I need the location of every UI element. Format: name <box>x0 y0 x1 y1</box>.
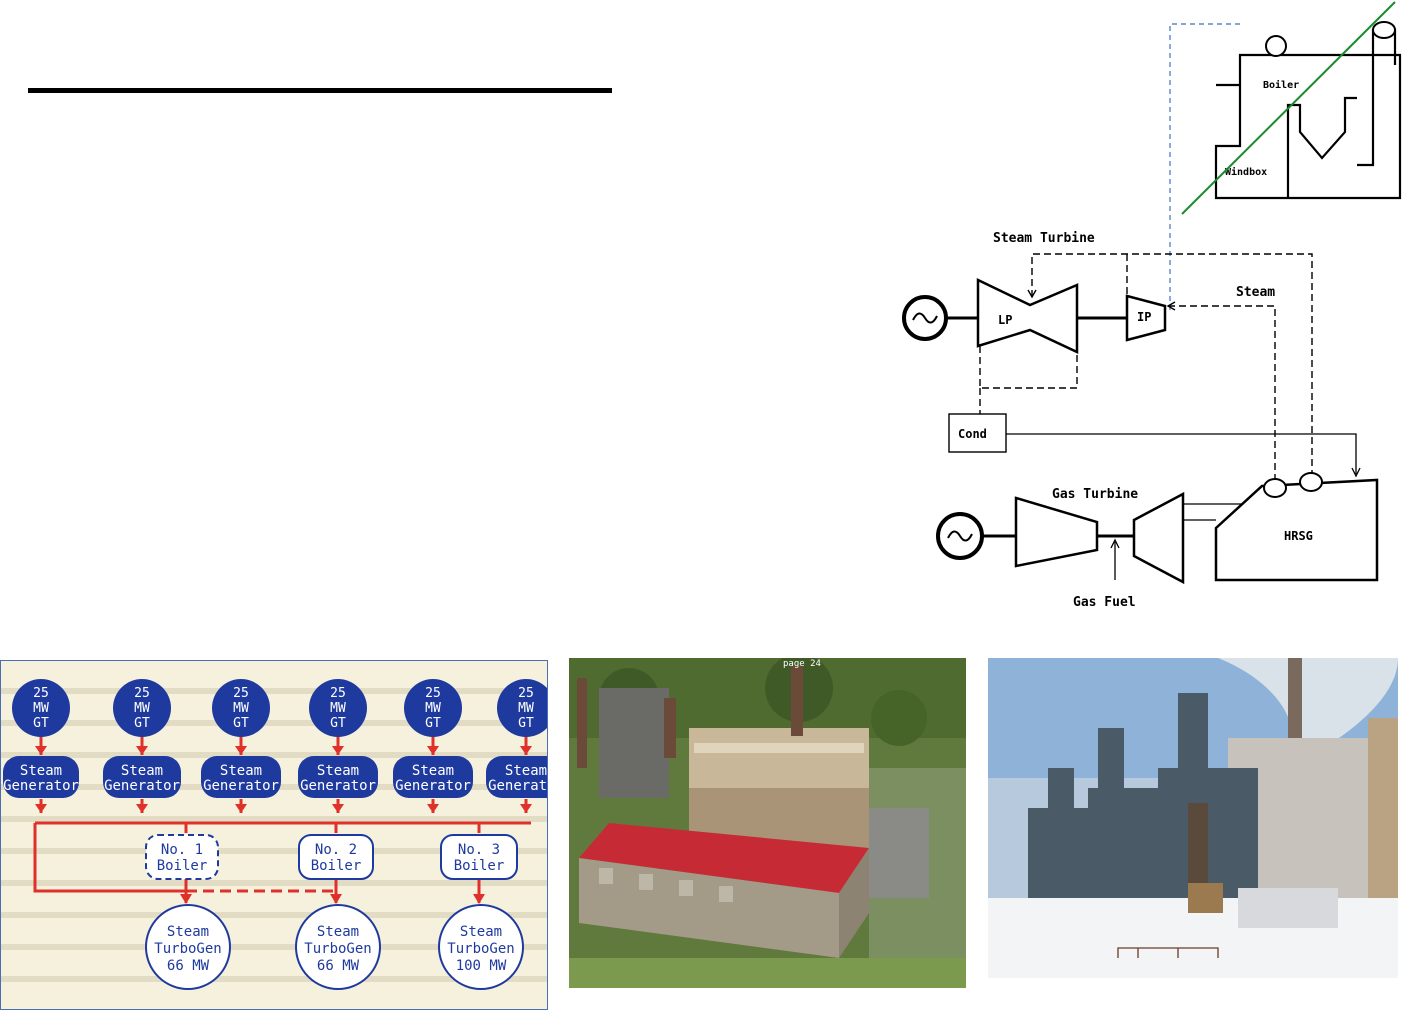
steam-generator-label: Generator <box>3 778 79 794</box>
combined-cycle-schematic: Boiler Windbox Steam Turbine LP IP Steam… <box>902 1 1402 610</box>
boiler-label: Boiler <box>311 858 362 874</box>
gt-label: GT <box>233 716 249 731</box>
steam-generator-label: Generator <box>104 778 180 794</box>
steam-turbine-label: Steam Turbine <box>993 231 1095 246</box>
steam-generator-label: Generator <box>300 778 376 794</box>
cond-label: Cond <box>958 427 987 441</box>
plant-block-diagram: 25 MW GT 25 MW GT 25 MW GT 25 MW GT 25 M… <box>0 660 548 1010</box>
turbogen-label: 66 MW <box>167 958 210 974</box>
gt-node <box>404 679 462 737</box>
turbogen-label: Steam <box>317 924 359 940</box>
steam-label: Steam <box>1236 285 1275 300</box>
turbogen-label: 66 MW <box>317 958 360 974</box>
steam-generator-node <box>393 756 473 798</box>
gas-expander <box>1132 491 1185 585</box>
gt-node <box>12 679 70 737</box>
ip-label: IP <box>1137 310 1151 324</box>
gt-label: 25 <box>518 686 534 701</box>
gt-label: 25 <box>425 686 441 701</box>
gt-label: GT <box>330 716 346 731</box>
boiler-label: No. 1 <box>161 842 203 858</box>
boiler-2-node <box>298 834 374 880</box>
boiler-label: No. 3 <box>458 842 500 858</box>
block-diagram-svg: 25 MW GT 25 MW GT 25 MW GT 25 MW GT 25 M… <box>1 679 548 990</box>
gt-label: MW <box>425 701 441 716</box>
gt-label: MW <box>33 701 49 716</box>
steam-generator-label: Steam <box>505 763 547 779</box>
gt-label: MW <box>134 701 150 716</box>
gt-node <box>113 679 171 737</box>
gt-label: MW <box>518 701 534 716</box>
steam-generator-label: Steam <box>317 763 359 779</box>
gt-node <box>212 679 270 737</box>
hrsg-drum-2 <box>1299 472 1323 492</box>
gt-label: 25 <box>233 686 249 701</box>
boiler-3-node <box>440 834 518 880</box>
steam-generator-label: Steam <box>220 763 262 779</box>
boiler-1-node <box>145 834 219 880</box>
turbogen-label: TurboGen <box>304 941 371 957</box>
gt-label: MW <box>233 701 249 716</box>
lp-turbine <box>976 278 1079 354</box>
turbogen-label: TurboGen <box>447 941 514 957</box>
windbox-label: Windbox <box>1225 166 1267 178</box>
lp-label: LP <box>998 313 1012 327</box>
gt-node <box>309 679 367 737</box>
steam-generator-node <box>201 756 281 798</box>
aerial-plant-photo: page 24 <box>569 658 966 988</box>
gt-label: MW <box>330 701 346 716</box>
condenser-box <box>948 413 1007 453</box>
turbogen-label: 100 MW <box>456 958 507 974</box>
turbogen-1-node <box>145 904 231 990</box>
boiler-label: Boiler <box>454 858 505 874</box>
stack-top-icon <box>1372 21 1396 39</box>
gt-label: GT <box>134 716 150 731</box>
steam-generator-label: Steam <box>121 763 163 779</box>
turbogen-3-node <box>438 904 524 990</box>
steam-generator-label: Generator <box>395 778 471 794</box>
steam-generator-label: Steam <box>20 763 62 779</box>
gt-label: 25 <box>134 686 150 701</box>
title-underline <box>28 88 612 93</box>
steam-generator-node <box>3 756 79 798</box>
turbogen-2-node <box>295 904 381 990</box>
hrsg-drum-1 <box>1263 478 1287 498</box>
boiler-label: Boiler <box>157 858 208 874</box>
gt-label: 25 <box>330 686 346 701</box>
steam-generator-node <box>103 756 181 798</box>
gas-fuel-label: Gas Fuel <box>1073 595 1136 610</box>
gt-label: GT <box>33 716 49 731</box>
steam-generator-label: Generator <box>203 778 279 794</box>
page-caption: page 24 <box>783 659 821 669</box>
gt-label: GT <box>425 716 441 731</box>
gt-label: 25 <box>33 686 49 701</box>
steam-generator-node <box>486 756 547 798</box>
steam-drum-icon <box>1265 35 1287 57</box>
strike-line <box>1181 1 1396 215</box>
steam-generator-label: Generator <box>488 778 548 794</box>
ip-turbine <box>1125 294 1167 342</box>
gt-label: GT <box>518 716 534 731</box>
gas-compressor <box>1014 496 1099 568</box>
industrial-hrsg-photo <box>988 658 1398 978</box>
turbogen-label: Steam <box>167 924 209 940</box>
turbogen-label: Steam <box>460 924 502 940</box>
steam-generator-label: Steam <box>412 763 454 779</box>
turbogen-label: TurboGen <box>154 941 221 957</box>
boiler-label: No. 2 <box>315 842 357 858</box>
gas-turbine-label: Gas Turbine <box>1052 487 1138 502</box>
steam-generator-node <box>298 756 378 798</box>
boiler-label: Boiler <box>1263 79 1299 91</box>
blue-dashed-connector <box>1169 23 1240 312</box>
gt-node <box>497 679 547 737</box>
hrsg-label: HRSG <box>1284 529 1313 543</box>
